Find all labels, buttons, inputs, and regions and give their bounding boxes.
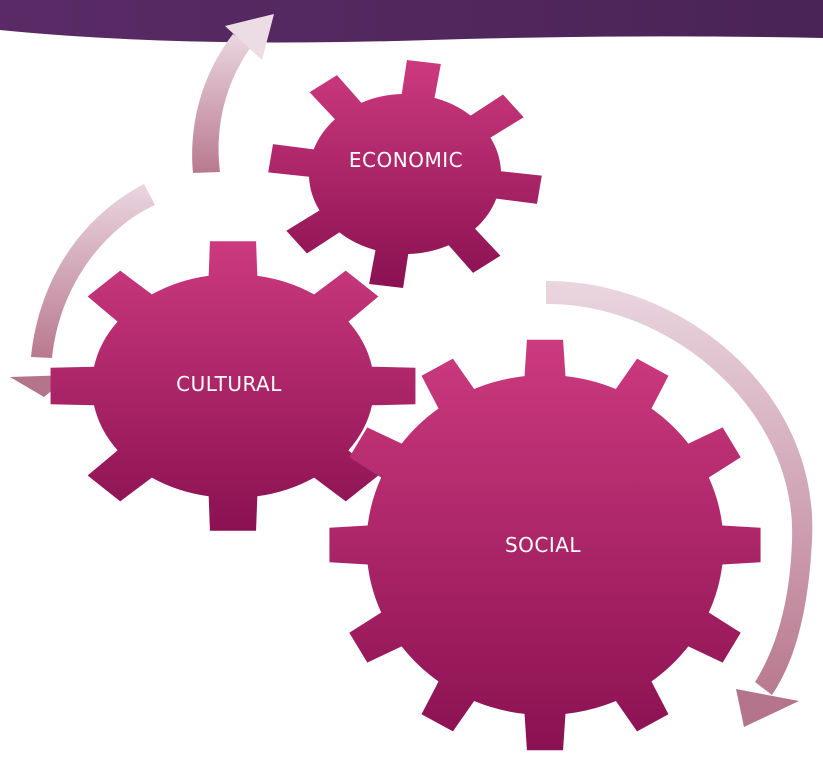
arrow-social-cycle-body bbox=[546, 280, 813, 695]
gear-economic-shape bbox=[268, 60, 542, 288]
gear-label-economic: ECONOMIC bbox=[349, 148, 463, 172]
gear-label-cultural: CULTURAL bbox=[176, 372, 282, 396]
arrow-social-cycle-head bbox=[736, 689, 799, 727]
arrow-economic-cycle-head bbox=[225, 14, 274, 60]
gear-social: SOCIAL bbox=[329, 339, 761, 751]
arrow-cultural-cycle-body bbox=[31, 184, 155, 358]
arrow-social-cycle bbox=[546, 280, 813, 727]
gear-cultural: CULTURAL bbox=[50, 241, 416, 531]
arrow-economic-cycle bbox=[192, 14, 274, 173]
gear-economic: ECONOMIC bbox=[268, 60, 542, 288]
arrow-economic-cycle-body bbox=[192, 34, 251, 173]
top-banner bbox=[0, 0, 823, 43]
gear-social-shape bbox=[329, 339, 761, 751]
gear-label-social: SOCIAL bbox=[505, 533, 581, 557]
gear-cultural-shape bbox=[50, 241, 416, 531]
